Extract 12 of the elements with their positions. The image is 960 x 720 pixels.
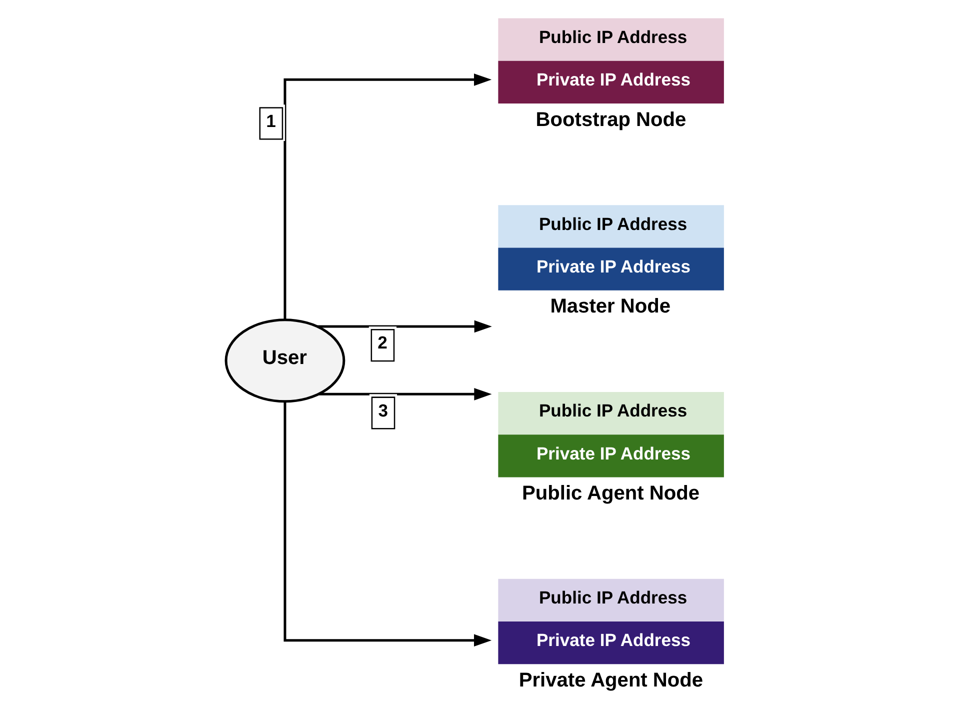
node-label: Bootstrap Node	[536, 108, 686, 131]
node-label: Private Agent Node	[518, 669, 704, 692]
node-label: Public Agent Node	[522, 482, 700, 505]
edge-label: 3	[378, 400, 388, 420]
arrow	[317, 320, 492, 333]
arrow	[318, 388, 492, 400]
node-label: Master Node	[550, 296, 671, 318]
node-ellipse: User	[224, 318, 346, 403]
arrow	[284, 402, 492, 646]
edge-label: 2	[378, 332, 388, 353]
edge-label: 1	[266, 110, 276, 131]
arrow	[284, 74, 492, 320]
